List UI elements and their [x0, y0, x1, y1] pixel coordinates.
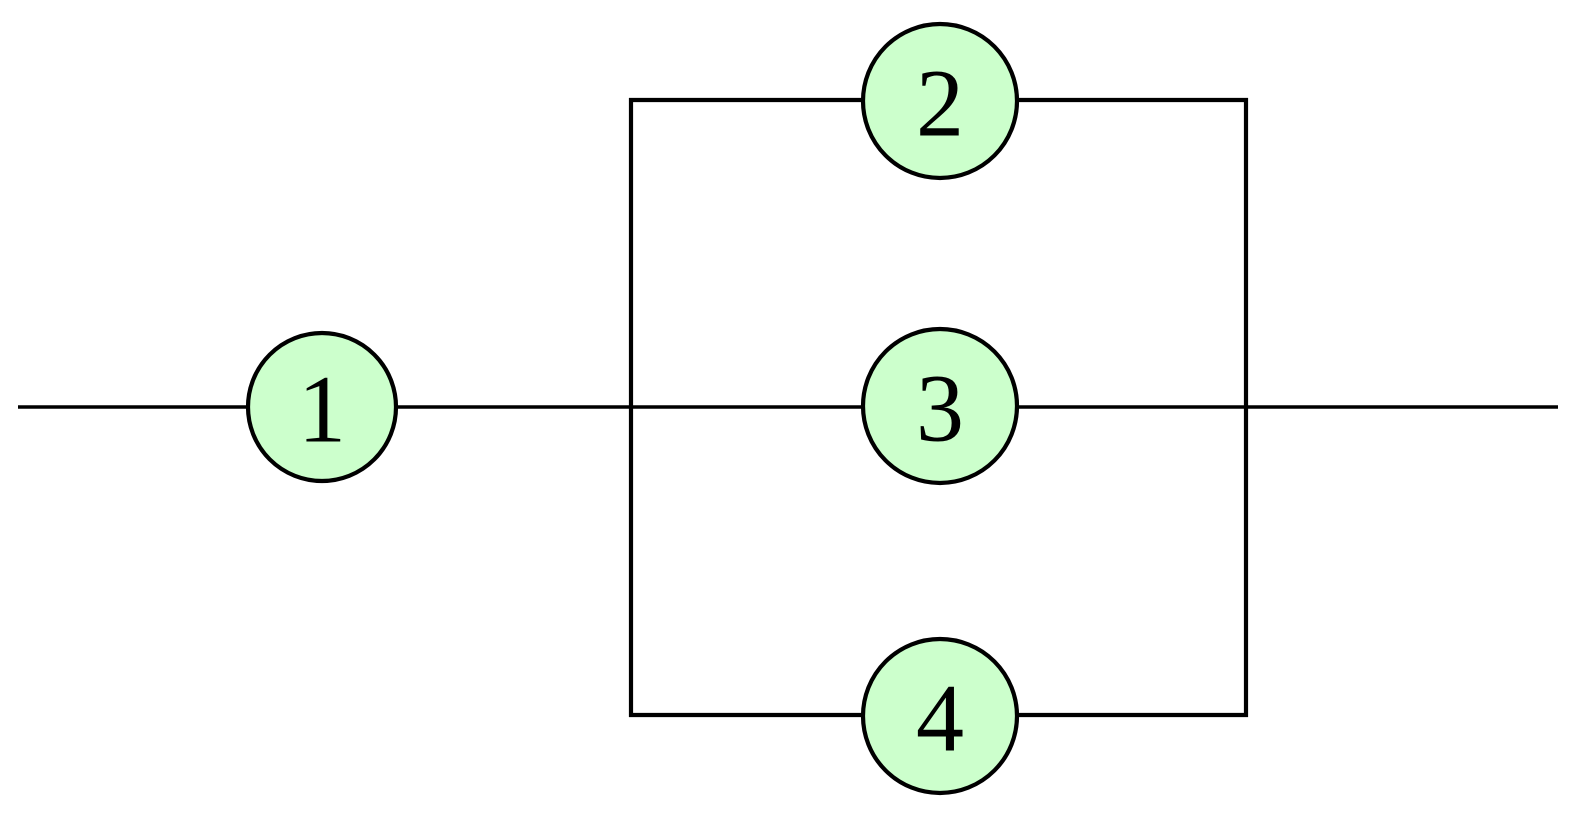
node-2[interactable]: 2: [860, 21, 1020, 181]
node-4-circle[interactable]: [860, 636, 1020, 796]
node-layer: 1 2 3 4: [245, 21, 1020, 796]
node-1[interactable]: 1: [245, 330, 399, 484]
node-3-label: 3: [916, 355, 964, 462]
wire-layer: [18, 97, 1558, 718]
node-2-label: 2: [916, 50, 964, 157]
node-4-label: 4: [916, 665, 964, 772]
node-1-label: 1: [298, 356, 346, 463]
node-3-circle[interactable]: [860, 326, 1020, 486]
node-2-circle[interactable]: [860, 21, 1020, 181]
node-4[interactable]: 4: [860, 636, 1020, 796]
node-1-circle[interactable]: [245, 330, 399, 484]
node-3[interactable]: 3: [860, 326, 1020, 486]
